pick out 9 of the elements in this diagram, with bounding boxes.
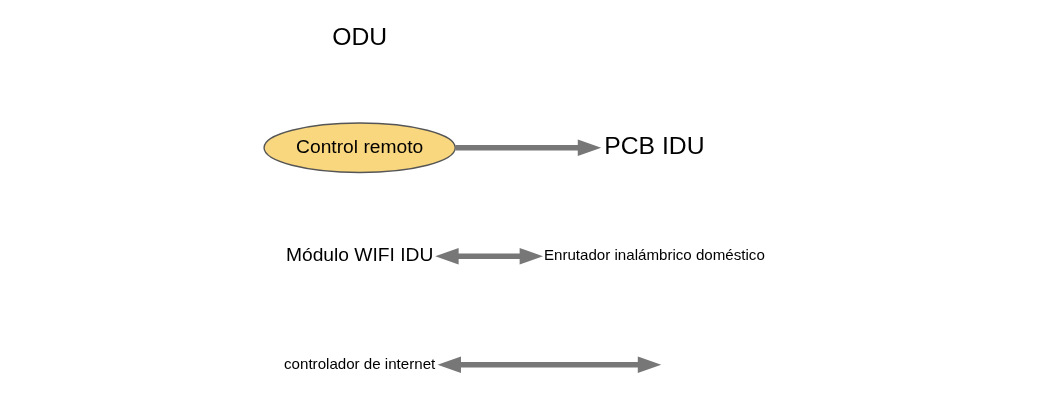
- node-ellipse: Control remoto: [262, 121, 456, 173]
- arrow: [437, 356, 661, 373]
- node-text: Módulo WIFI IDU: [285, 243, 433, 265]
- node-text: controlador de internet: [283, 354, 435, 372]
- arrow: [434, 247, 543, 264]
- label: ODU: [331, 22, 387, 50]
- node-text: PCB IDU: [603, 131, 704, 159]
- node-text: Enrutador inalámbrico doméstico: [543, 245, 765, 263]
- arrow: [454, 139, 601, 156]
